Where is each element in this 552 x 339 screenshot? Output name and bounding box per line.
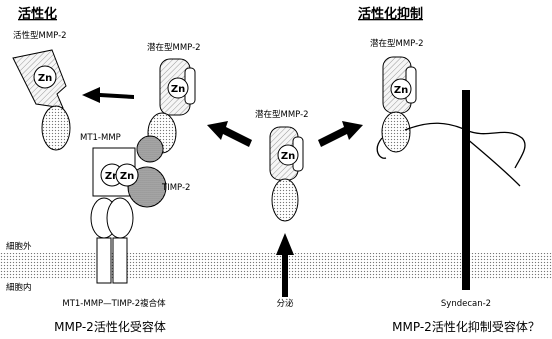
label-timp2: TIMP-2	[161, 183, 190, 193]
heading-inhibition: 活性化抑制	[358, 6, 423, 22]
svg-text:Zn: Zn	[394, 85, 408, 96]
svg-text:Zn: Zn	[38, 73, 52, 84]
svg-text:Zn: Zn	[281, 151, 295, 162]
svg-text:Zn: Zn	[171, 84, 185, 95]
arrow-to-right	[318, 121, 363, 147]
arrow-to-left	[207, 121, 252, 147]
latent-mmp2-right: Zn	[382, 57, 416, 152]
label-extracellular: 細胞外	[6, 241, 32, 252]
label-mt1-mmp: MT1-MMP	[80, 133, 121, 143]
active-mmp2: Zn	[13, 50, 70, 150]
label-active-mmp2: 活性型MMP-2	[13, 30, 67, 41]
label-secretion: 分泌	[276, 298, 294, 309]
caption-left: MMP-2活性化受容体	[54, 319, 166, 334]
arrow-to-active	[82, 87, 134, 103]
svg-text:Zn: Zn	[120, 171, 134, 182]
caption-right: MMP-2活性化抑制受容体？	[392, 319, 540, 334]
latent-mmp2-center: Zn	[270, 127, 303, 221]
label-latent-mmp2-left: 潜在型MMP-2	[147, 42, 201, 53]
label-latent-mmp2-right: 潜在型MMP-2	[370, 38, 424, 49]
label-intracellular: 細胞内	[6, 282, 32, 293]
heading-activation: 活性化	[18, 6, 57, 22]
label-latent-mmp2-center: 潜在型MMP-2	[255, 109, 309, 120]
label-complex: MT1-MMP—TIMP-2複合体	[62, 298, 166, 309]
label-syndecan: Syndecan-2	[441, 299, 491, 309]
